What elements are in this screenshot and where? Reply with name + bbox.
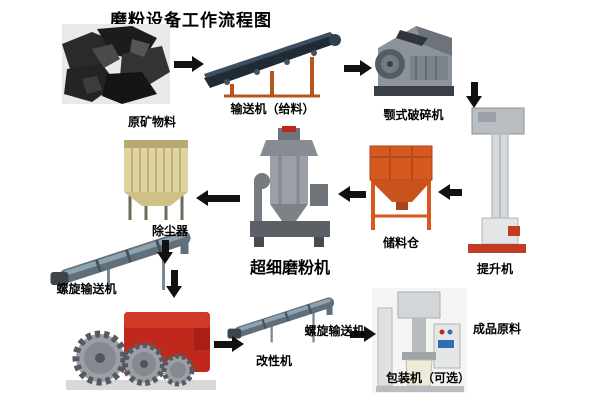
arrow-head xyxy=(157,252,173,264)
label-finished-product: 成品原料 xyxy=(472,322,521,336)
flow-arrow-2 xyxy=(344,60,372,76)
arrow-shaft xyxy=(161,240,169,252)
flow-arrow-5 xyxy=(338,186,366,202)
bucket-elevator-image xyxy=(458,106,533,260)
label-dust-collector: 除尘器 xyxy=(151,224,188,238)
arrow-head xyxy=(192,56,204,72)
label-modifier: 改性机 xyxy=(255,354,292,368)
label-conveyor: 输送机（给料） xyxy=(230,102,315,116)
grinding-mill-image xyxy=(242,126,337,255)
flow-arrow-4 xyxy=(438,184,462,200)
label-silo: 储料仓 xyxy=(382,236,419,250)
modifier-machine-image xyxy=(66,298,216,397)
dust-collector-image xyxy=(120,136,195,225)
label-elevator: 提升机 xyxy=(476,262,513,276)
flow-arrow-8 xyxy=(166,270,182,298)
arrow-shaft xyxy=(344,64,360,72)
arrow-shaft xyxy=(170,270,178,286)
arrow-shaft xyxy=(208,194,240,202)
flow-arrow-7 xyxy=(157,240,173,264)
arrow-head xyxy=(466,96,482,108)
flow-arrow-9 xyxy=(214,336,244,352)
flow-arrow-3 xyxy=(466,82,482,108)
screw-conveyor-2-image xyxy=(226,292,344,348)
belt-conveyor-image xyxy=(202,26,347,102)
label-jaw-crusher: 颚式破碎机 xyxy=(383,108,444,122)
label-mill: 超细磨粉机 xyxy=(249,258,330,277)
arrow-head xyxy=(438,184,450,200)
arrow-shaft xyxy=(350,190,366,198)
arrow-shaft xyxy=(214,340,232,348)
label-packer: 包装机（可选） xyxy=(385,371,470,385)
packing-machine-image xyxy=(372,288,467,397)
arrow-head xyxy=(232,336,244,352)
flow-arrow-6 xyxy=(196,190,240,206)
arrow-shaft xyxy=(450,188,462,196)
flow-arrow-1 xyxy=(174,56,204,72)
jaw-crusher-image xyxy=(366,16,461,105)
label-screw-conveyor-2: 螺旋输送机 xyxy=(304,324,365,338)
storage-silo-image xyxy=(364,142,439,238)
flow-arrow-10 xyxy=(350,326,376,342)
label-screw-conveyor-1: 螺旋输送机 xyxy=(56,282,117,296)
label-raw-material: 原矿物料 xyxy=(127,115,176,129)
arrow-head xyxy=(338,186,350,202)
raw-material-photo xyxy=(62,24,170,108)
arrow-shaft xyxy=(470,82,478,96)
arrow-head xyxy=(364,326,376,342)
arrow-head xyxy=(166,286,182,298)
arrow-shaft xyxy=(350,330,364,338)
arrow-head xyxy=(196,190,208,206)
arrow-shaft xyxy=(174,60,192,68)
arrow-head xyxy=(360,60,372,76)
